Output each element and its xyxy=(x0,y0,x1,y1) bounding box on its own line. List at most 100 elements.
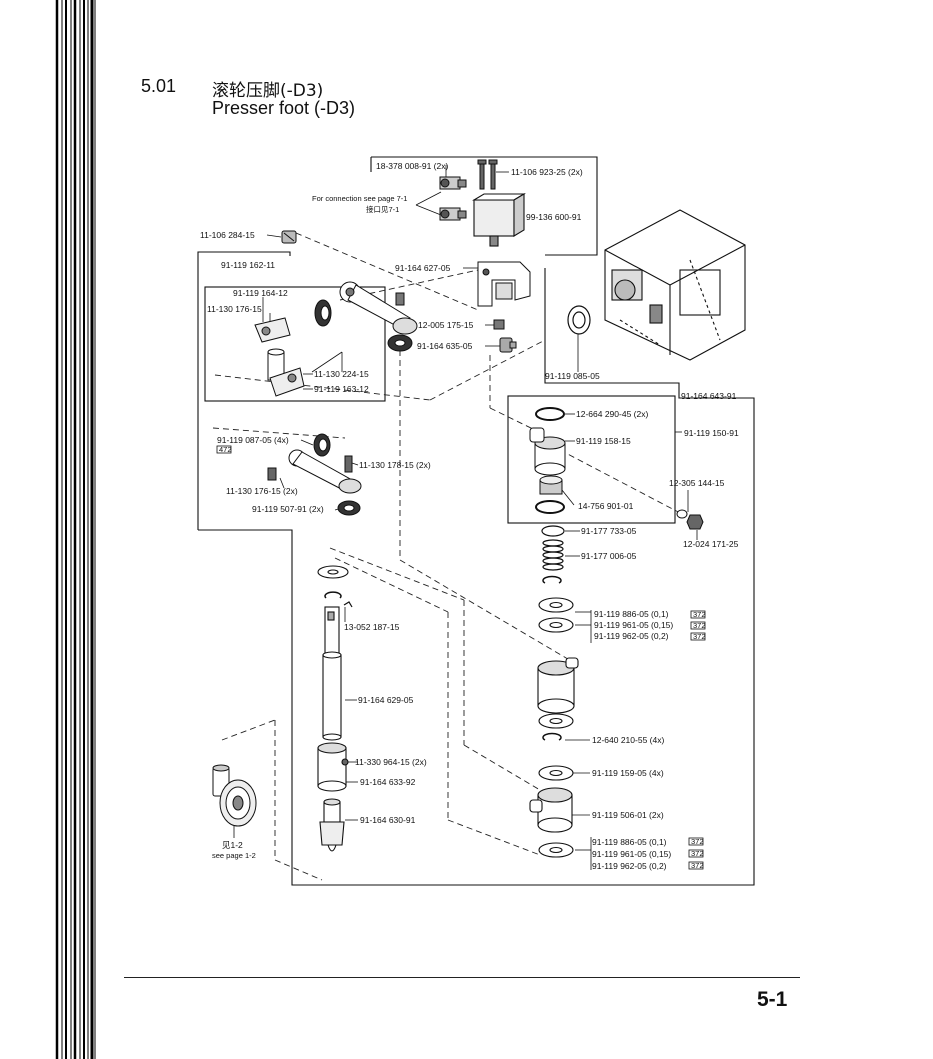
shim-washer-icon xyxy=(538,597,574,858)
swivel-fitting-icon xyxy=(499,337,517,353)
part-label: 99-136 600-91 xyxy=(526,212,582,222)
snap-ring-icon xyxy=(542,575,562,741)
compression-spring-image xyxy=(542,539,564,571)
binding-edge xyxy=(0,0,100,1059)
pin-icon xyxy=(395,292,505,330)
spacer-ring-icon xyxy=(541,525,565,537)
connecting-link-image xyxy=(288,449,362,494)
part-label: 91-119 886-05 (0,1) xyxy=(594,609,669,619)
part-label: 11-130 178-15 (2x) xyxy=(359,460,431,470)
gear-icon xyxy=(313,433,331,457)
part-label: 13-052 187-15 xyxy=(344,622,400,632)
part-label: 91-119 085-05 xyxy=(545,371,600,381)
section-number: 5.01 xyxy=(141,76,177,96)
part-label: 91-119 962-05 (0,2) xyxy=(594,631,669,641)
cylinder-bracket-image xyxy=(477,261,531,307)
badge-text: 372 xyxy=(693,610,706,619)
page-title-cn: 滚轮压脚(-D3) xyxy=(212,81,324,101)
washer-ring-image xyxy=(567,305,591,335)
part-label: 11-130 176-15 xyxy=(207,304,262,314)
part-label: 12-640 210-55 (4x) xyxy=(592,735,664,745)
shaft-collar-image xyxy=(317,742,349,792)
part-label: 91-164 633-92 xyxy=(360,777,416,787)
part-label: 91-119 087-05 (4x) xyxy=(217,435,289,445)
assembly-frame-main xyxy=(198,268,755,886)
gear-icon xyxy=(314,299,332,327)
part-label: 11-130 224-15 xyxy=(314,369,369,379)
clamp-bracket-image xyxy=(254,317,291,343)
part-label: 91-119 163-12 xyxy=(314,384,369,394)
part-label: 91-164 635-05 xyxy=(417,341,473,351)
pin-icon xyxy=(343,601,353,608)
part-label: 91-119 961-05 (0,15) xyxy=(594,620,673,630)
presser-shaft-image xyxy=(322,606,342,741)
part-label: 11-130 176-15 (2x) xyxy=(226,486,298,496)
presser-roller-image xyxy=(212,764,257,827)
part-label: 91-119 506-01 (2x) xyxy=(592,810,664,820)
nut-icon xyxy=(686,514,704,530)
part-label: 18-378 008-91 (2x) xyxy=(376,161,448,171)
bearing-image xyxy=(539,475,563,495)
part-label: 91-119 159-05 (4x) xyxy=(592,768,664,778)
badge-text: 372 xyxy=(691,861,704,870)
footer-rule xyxy=(124,977,800,978)
badge-text: 372 xyxy=(691,849,704,858)
part-label: 91-119 150-91 xyxy=(684,428,739,438)
part-label: 11-106 284-15 xyxy=(200,230,255,240)
badge-text: 372 xyxy=(693,632,706,641)
screw-pair-icon xyxy=(477,159,498,190)
reference-note: see page 1-2 xyxy=(212,851,256,860)
bearing-housing-image xyxy=(529,427,566,476)
retaining-ring-icon xyxy=(535,407,565,514)
pneumatic-fitting-upper xyxy=(439,176,467,190)
assembly-frame xyxy=(197,251,291,530)
part-label: 12-024 171-25 xyxy=(683,539,739,549)
part-label: 14-756 901-01 xyxy=(578,501,634,511)
part-label: 91-119 164-12 xyxy=(233,288,288,298)
part-label: 91-119 886-05 (0,1) xyxy=(592,837,667,847)
washer-icon xyxy=(676,509,688,519)
top-label-box xyxy=(371,156,598,256)
washer-icon xyxy=(317,565,349,579)
gear-icon xyxy=(337,500,361,516)
part-label: 91-164 627-05 xyxy=(395,263,451,273)
badge-text: 372 xyxy=(691,837,704,846)
part-label: 12-664 290-45 (2x) xyxy=(576,409,648,419)
badge xyxy=(216,445,706,870)
pneumatic-fitting-lower xyxy=(439,207,467,221)
part-label: 91-119 961-05 (0,15) xyxy=(592,849,671,859)
reference-note-cn: 见1-2 xyxy=(222,840,243,850)
set-screw-icon xyxy=(281,230,297,244)
eccentric-sleeve-image xyxy=(267,348,305,397)
part-label: 91-164 643-91 xyxy=(681,391,737,401)
part-label: 91-164 629-05 xyxy=(358,695,414,705)
air-cylinder-image xyxy=(472,193,526,247)
screw-icon xyxy=(267,455,353,481)
roller-housing-image xyxy=(529,787,573,833)
connection-note: For connection see page 7-1 xyxy=(312,194,407,203)
part-label: 91-177 733-05 xyxy=(581,526,637,536)
part-label: 91-119 158-15 xyxy=(576,436,631,446)
badge-text: 372 xyxy=(693,621,706,630)
page-title: Presser foot (-D3) xyxy=(212,98,356,118)
roller-holder-image xyxy=(319,798,345,852)
connection-note-cn: 接口见7-1 xyxy=(366,204,399,214)
badge-text: 472 xyxy=(219,445,232,454)
machine-casting-image xyxy=(604,209,746,361)
part-label: 91-164 630-91 xyxy=(360,815,416,825)
gear-icon xyxy=(387,334,413,352)
part-label: 91-177 006-05 xyxy=(581,551,637,561)
part-label: 11-330 964-15 (2x) xyxy=(355,757,427,767)
part-label: 91-119 162-11 xyxy=(221,260,275,270)
part-label: 11-106 923-25 (2x) xyxy=(511,167,583,177)
part-label: 12-005 175-15 xyxy=(418,320,474,330)
part-label: 12-305 144-15 xyxy=(669,478,725,488)
subassembly-box-bearing xyxy=(507,395,676,524)
connecting-link-image xyxy=(339,281,418,335)
subassembly-box-upper xyxy=(204,286,386,402)
roller-housing-image xyxy=(537,657,579,714)
part-label: 91-119 507-91 (2x) xyxy=(252,504,324,514)
page-number: 5-1 xyxy=(757,988,788,1011)
snap-ring-icon xyxy=(324,591,342,599)
